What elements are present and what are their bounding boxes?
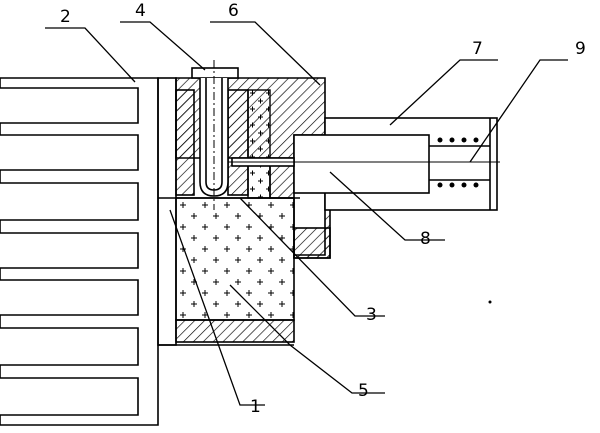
label-7: 7 xyxy=(472,39,483,59)
piston-rod xyxy=(228,134,500,194)
probe-tube xyxy=(191,60,239,210)
label-6: 6 xyxy=(228,1,239,21)
label-8: 8 xyxy=(420,229,431,249)
upper-filler xyxy=(247,89,271,199)
heat-sink-fins xyxy=(0,77,159,426)
filler-chamber xyxy=(158,197,295,346)
label-3: 3 xyxy=(366,305,377,325)
part-labels: 2 4 6 7 9 8 3 5 1 xyxy=(60,1,586,417)
label-5: 5 xyxy=(358,381,369,401)
leader-lines xyxy=(45,21,568,406)
spring xyxy=(429,137,490,188)
label-9: 9 xyxy=(575,39,586,59)
label-1: 1 xyxy=(250,397,261,417)
label-2: 2 xyxy=(60,7,71,27)
label-4: 4 xyxy=(135,1,146,21)
stray-dot xyxy=(488,300,492,304)
